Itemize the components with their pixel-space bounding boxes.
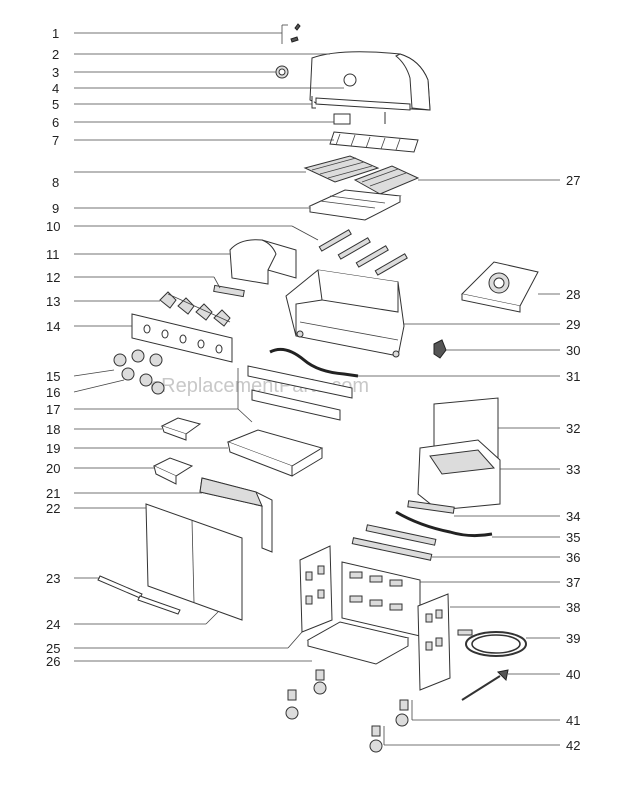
part-flavorizer-bars xyxy=(308,189,402,221)
callout-5: 5 xyxy=(52,97,59,112)
callout-21: 21 xyxy=(46,486,60,501)
part-small-tray xyxy=(160,417,202,441)
callout-13: 13 xyxy=(46,294,60,309)
callout-4: 4 xyxy=(52,81,59,96)
callout-7: 7 xyxy=(52,133,59,148)
part-left-frame xyxy=(299,545,333,633)
callout-31: 31 xyxy=(566,369,580,384)
part-knobs xyxy=(113,349,165,395)
callout-22: 22 xyxy=(46,501,60,516)
part-lid xyxy=(309,51,431,124)
callout-25: 25 xyxy=(46,641,60,656)
part-cookbox xyxy=(285,269,405,358)
part-back-panel xyxy=(341,561,421,637)
part-rails-36 xyxy=(351,524,437,561)
part-gas-hose xyxy=(457,629,527,657)
callout-41: 41 xyxy=(566,713,580,728)
part-valves xyxy=(159,291,231,327)
callout-37: 37 xyxy=(566,575,580,590)
callout-14: 14 xyxy=(46,319,60,334)
callout-3: 3 xyxy=(52,65,59,80)
callout-8: 8 xyxy=(52,175,59,190)
part-hose-31 xyxy=(269,347,359,378)
part-casters-42 xyxy=(369,725,383,753)
part-control-panel xyxy=(131,313,233,363)
leader-lines-right xyxy=(358,179,560,746)
callout-9: 9 xyxy=(52,201,59,216)
callout-20: 20 xyxy=(46,461,60,476)
part-door-handles xyxy=(97,575,181,615)
part-casters-41 xyxy=(395,699,409,727)
part-igniter xyxy=(433,339,447,359)
part-hose-35 xyxy=(395,510,493,538)
callout-23: 23 xyxy=(46,571,60,586)
part-right-frame xyxy=(417,593,451,691)
part-doors xyxy=(145,503,243,621)
callout-17: 17 xyxy=(46,402,60,417)
callout-18: 18 xyxy=(46,422,60,437)
part-drip-tray xyxy=(226,429,324,477)
callouts-left: 1 2 3 4 5 6 7 8 9 10 11 12 13 14 15 16 1… xyxy=(46,26,60,669)
part-thermometer xyxy=(275,65,289,79)
part-screws-1 xyxy=(281,23,301,44)
callout-35: 35 xyxy=(566,530,580,545)
part-ignition-wire xyxy=(461,669,509,701)
callout-42: 42 xyxy=(566,738,580,753)
callout-2: 2 xyxy=(52,47,59,62)
callout-36: 36 xyxy=(566,550,580,565)
part-warming-rack xyxy=(329,131,419,153)
part-bottom-panel xyxy=(306,621,410,665)
callout-33: 33 xyxy=(566,462,580,477)
part-brace-34 xyxy=(407,500,455,514)
part-heat-deflector xyxy=(229,239,297,285)
part-crossover-tube xyxy=(213,284,245,298)
callout-12: 12 xyxy=(46,270,60,285)
part-side-panel-21 xyxy=(199,477,273,553)
part-casters-front xyxy=(285,669,327,720)
callout-26: 26 xyxy=(46,654,60,669)
leader-lines-left xyxy=(73,32,344,662)
part-side-table xyxy=(417,397,501,511)
callout-27: 27 xyxy=(566,173,580,188)
callout-24: 24 xyxy=(46,617,60,632)
callout-16: 16 xyxy=(46,385,60,400)
callout-30: 30 xyxy=(566,343,580,358)
part-handle-bracket xyxy=(333,113,351,125)
callout-28: 28 xyxy=(566,287,580,302)
callout-1: 1 xyxy=(52,26,59,41)
part-side-burner xyxy=(460,261,539,313)
part-rails-17 xyxy=(247,365,353,421)
part-burner-tubes xyxy=(318,229,408,276)
callout-29: 29 xyxy=(566,317,580,332)
callout-34: 34 xyxy=(566,509,580,524)
part-cooking-grates xyxy=(303,155,420,195)
callout-19: 19 xyxy=(46,441,60,456)
callout-15: 15 xyxy=(46,369,60,384)
callout-10: 10 xyxy=(46,219,60,234)
part-catch-pan xyxy=(152,457,194,485)
callout-38: 38 xyxy=(566,600,580,615)
callout-32: 32 xyxy=(566,421,580,436)
callout-40: 40 xyxy=(566,667,580,682)
callout-6: 6 xyxy=(52,115,59,130)
callouts-right: 27 28 29 30 31 32 33 34 35 36 37 38 39 4… xyxy=(566,173,580,753)
callout-39: 39 xyxy=(566,631,580,646)
callout-11: 11 xyxy=(46,247,60,262)
